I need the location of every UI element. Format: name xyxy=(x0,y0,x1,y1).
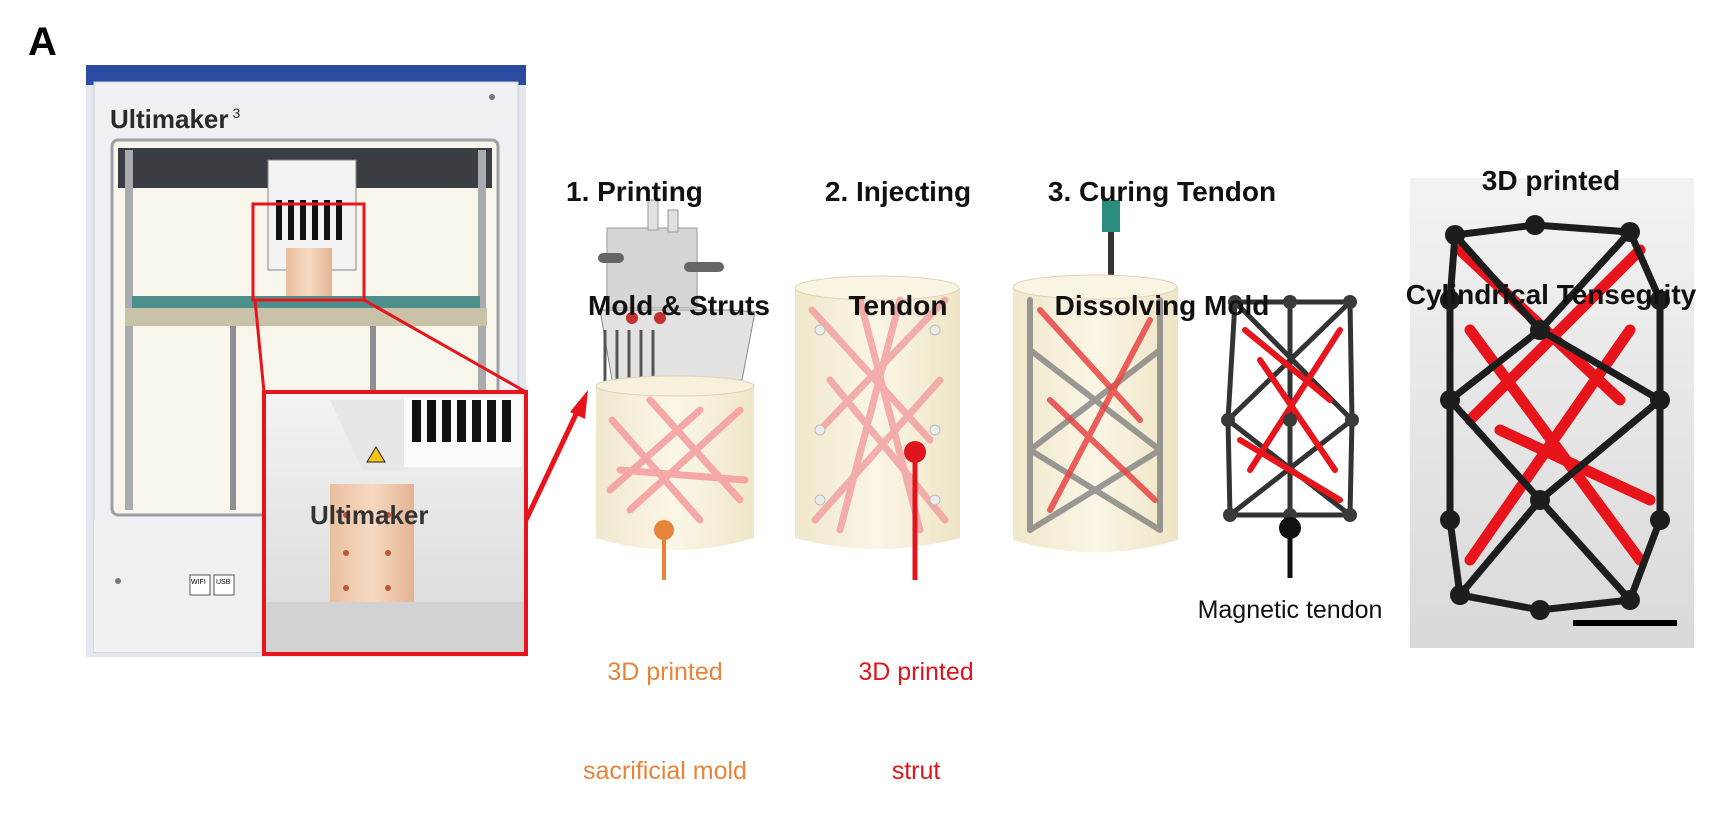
strut-label: 3D printed strut xyxy=(858,658,974,785)
tendon-marker xyxy=(1279,517,1301,539)
wifi-label: WIFI xyxy=(191,579,206,586)
zoom-inset xyxy=(264,392,526,654)
zoom-inset-border xyxy=(262,390,528,656)
print-nozzle-illustration xyxy=(598,199,756,385)
usb-port xyxy=(213,574,235,596)
process-arrow xyxy=(523,390,588,522)
result-title: 3D printed Cylindrical Tensegrity xyxy=(1405,165,1697,310)
step-3-title: 3. Curing Tendon Dissolving Mold xyxy=(1047,176,1277,321)
zoom-brand: Ultimaker xyxy=(310,500,429,530)
strut-marker xyxy=(904,441,926,463)
wifi-port xyxy=(189,574,211,596)
tendon-structure xyxy=(1221,295,1359,522)
warning-icon xyxy=(366,446,386,463)
figure-canvas xyxy=(86,65,1694,657)
scale-bar xyxy=(1573,620,1677,626)
mold-cylinder-step1 xyxy=(595,375,755,550)
highlight-box xyxy=(251,202,366,302)
panel-label: A xyxy=(28,20,57,64)
mold-marker xyxy=(654,520,674,540)
step-2-title: 2. Injecting Tendon xyxy=(824,176,972,321)
mold-cylinder-step2 xyxy=(794,275,960,549)
mold-label: 3D printed sacrificial mold xyxy=(583,658,747,785)
curing-cylinder xyxy=(1012,200,1178,553)
usb-label: USB xyxy=(216,579,231,586)
step-1-title: 1. Printing Mold & Struts xyxy=(566,176,770,321)
tendon-label: Magnetic tendon xyxy=(1197,596,1383,624)
tensegrity-photo xyxy=(1410,178,1694,648)
